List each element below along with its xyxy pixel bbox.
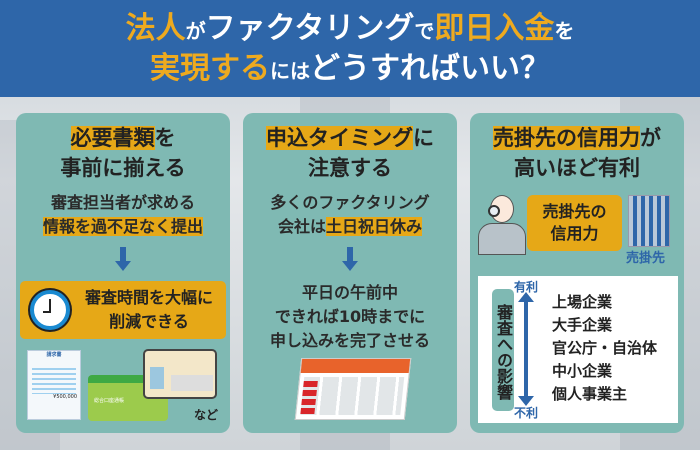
title-segment: で [414,19,435,43]
card-text: 多くのファクタリング会社は土日祝日休み [270,193,430,236]
card-title: 必要書類を事前に揃える [60,126,186,180]
card-title: 売掛先の信用力が高いほど有利 [493,126,661,180]
header-banner: 法人がファクタリングで即日入金を 実現するにはどうすればいい？ [0,0,700,97]
favorable-label: 有利 [514,280,539,294]
result-text: 削減できる [109,312,189,331]
id-card-icon [143,349,217,399]
rank-item: 官公庁・自治体 [552,339,658,357]
double-arrow-icon [518,292,534,406]
title-segment: が [185,19,206,43]
rank-item: 大手企業 [552,316,613,334]
down-arrow-icon [115,247,131,271]
page-title: 法人がファクタリングで即日入金を 実現するにはどうすればいい？ [0,10,700,90]
title-line-2: 実現するにはどうすればいい？ [0,50,700,90]
invoice-document-icon: 請求書 ¥500,000 [27,350,81,420]
down-arrow-icon [342,247,358,271]
title-segment: 法人 [125,11,186,46]
title-line-1: 法人がファクタリングで即日入金を [0,10,700,50]
title-segment: ファクタリング [205,11,415,46]
card-debtor-credit: 売掛先の信用力が高いほど有利 売掛先の 信用力 売掛先 審査への影響 有利 不利… [470,113,684,433]
result-box: 審査時間を大幅に削減できる [20,281,226,339]
card-application-timing: 申込タイミングに注意する 多くのファクタリング会社は土日祝日休み 平日の午前中で… [243,113,457,433]
result-text: 審査時間を大幅に [84,288,213,307]
rank-item: 上場企業 [552,293,613,311]
credit-badge: 売掛先の 信用力 [527,195,622,251]
unfavorable-label: 不利 [514,406,539,420]
title-segment: どうすればいい？ [310,51,550,86]
credit-ranking-box: 審査への影響 有利 不利 上場企業 大手企業 官公庁・自治体 中小企業 個人事業… [478,276,678,423]
title-segment: 実現する [150,51,270,86]
businessman-magnifier-icon [478,195,526,255]
calendar-icon [294,358,412,420]
title-segment: には [270,59,310,83]
rank-item: 中小企業 [552,362,613,380]
card-required-documents: 必要書類を事前に揃える 審査担当者が求める情報を過不足なく提出 審査時間を大幅に… [16,113,230,433]
etc-label: など [194,408,219,422]
screening-impact-label: 審査への影響 [492,289,514,411]
title-segment: を [554,19,575,43]
card-title: 申込タイミングに注意する [266,126,434,180]
clock-icon [30,290,70,330]
building-label: 売掛先 [626,251,666,266]
building-icon [628,195,670,247]
rank-item: 個人事業主 [552,385,628,403]
title-segment: 即日入金 [434,11,555,46]
card-text: 審査担当者が求める情報を過不足なく提出 [42,193,203,236]
result-text: 平日の午前中できれば10時までに申し込みを完了させる [269,283,430,350]
